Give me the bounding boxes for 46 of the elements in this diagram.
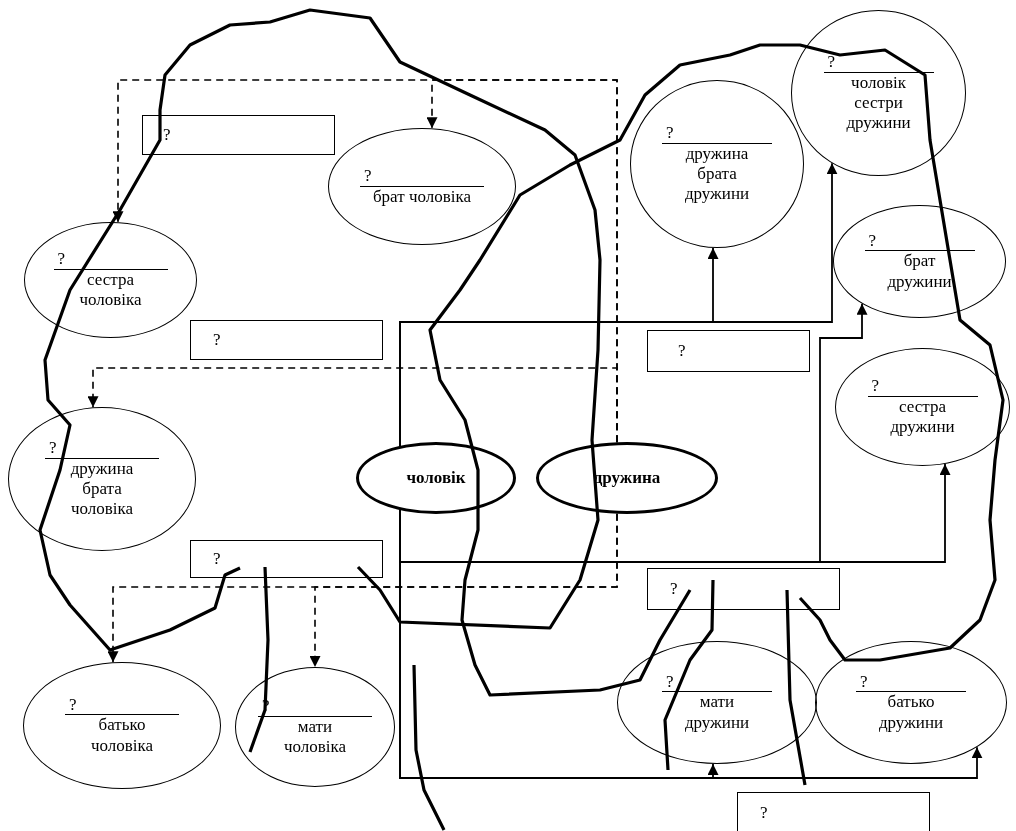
arrow [399,463,951,563]
blank-answer: ? [360,166,484,187]
answer-placeholder: ? [678,340,686,362]
answer-box [647,568,840,610]
blank-answer: ? [65,694,179,716]
blank-answer: ? [662,671,772,693]
blank-answer: ? [867,376,978,397]
relative-label: батько дружини [877,692,945,734]
relative-label: брат дружини [886,251,953,293]
answer-placeholder: ? [163,124,171,146]
relative-ellipse [815,641,1007,764]
relative-ellipse [328,128,516,245]
relative-ellipse [833,205,1006,318]
blank-answer: ? [823,52,934,73]
relative-ellipse [617,641,817,764]
relative-label: дружина брата чоловіка [69,458,135,520]
answer-box [190,540,383,578]
blank-answer: ? [662,123,772,144]
relative-label: дружина брата дружини [683,143,751,205]
relative-label: мати дружини [683,692,751,734]
blank-answer: ? [856,671,966,693]
person-label: дружина [593,467,661,489]
blank-answer: ? [53,249,168,270]
relative-label: батько чоловіка [89,715,155,757]
answer-box [737,792,930,831]
answer-placeholder: ? [760,802,768,824]
answer-placeholder: ? [670,578,678,600]
relative-label: мати чоловіка [282,716,348,758]
relative-label: чоловік сестри дружини [845,72,912,134]
blank-answer: ? [864,230,975,252]
arrow [87,367,618,443]
relative-ellipse [23,662,221,789]
person-ellipse [536,442,718,514]
arrow [399,162,838,447]
person-label: чоловік [406,467,466,489]
relative-label: сестра дружини [889,396,956,438]
answer-box [142,115,335,155]
person-ellipse [356,442,516,514]
answer-placeholder: ? [213,329,221,351]
relative-label: брат чоловіка [372,186,471,207]
answer-box [190,320,383,360]
answer-placeholder: ? [213,548,221,570]
answer-box [647,330,810,372]
arrow [309,513,618,668]
relative-label: сестра чоловіка [78,269,143,311]
blank-answer: ? [45,438,159,459]
